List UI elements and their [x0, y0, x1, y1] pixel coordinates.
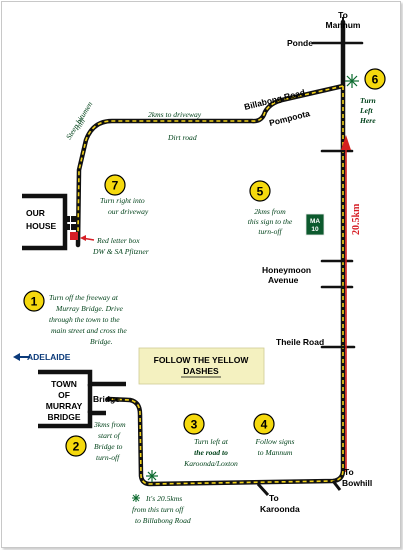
step7-note-2: our driveway	[108, 207, 149, 216]
step2-note-4: turn-off	[96, 453, 120, 462]
svg-text:4: 4	[261, 418, 268, 432]
step5-note-2: this sign to the	[248, 217, 293, 226]
step6-note-2: Left	[359, 106, 374, 115]
billabong-road-label: Billabong Road	[243, 87, 306, 112]
bottom-star-icon	[132, 494, 140, 502]
bottom-note-1: It's 20.5kms	[145, 494, 182, 503]
step1-note-4: main street and cross the	[51, 326, 127, 335]
theile-road-label: Theile Road	[276, 337, 324, 347]
svg-text:MA: MA	[310, 218, 320, 225]
letterbox-note-2: DW & SA Pfitzner	[92, 247, 149, 256]
mannum-label: Mannum	[326, 20, 361, 30]
dirt-road-note: Dirt road	[167, 133, 197, 142]
murray-bridge-block	[38, 369, 126, 429]
gate-icon	[64, 216, 77, 230]
distance-label: 20.5km	[351, 203, 362, 235]
step-number-4: 4	[253, 413, 275, 435]
ma10-road-sign: MA 10	[305, 213, 325, 236]
svg-text:5: 5	[257, 185, 264, 199]
svg-text:10: 10	[311, 226, 319, 233]
pompoota-label: Pompoota	[268, 108, 311, 128]
bridge-label: Bridge	[93, 394, 120, 404]
step2-note-1: 3kms from	[93, 420, 126, 429]
our-house-label-2: HOUSE	[26, 221, 57, 231]
svg-text:6: 6	[372, 73, 379, 87]
step5-note-3: turn-off	[258, 227, 282, 236]
adelaide-arrow-icon	[13, 353, 30, 361]
step7-note-1: Turn right into	[100, 196, 145, 205]
svg-text:3: 3	[191, 418, 198, 432]
adelaide-label: ADELAIDE	[27, 352, 71, 362]
to-driveway-note: 2kms to driveway	[148, 110, 202, 119]
step4-note-2: to Mannum	[258, 448, 293, 457]
step3-note-1: Turn left at	[194, 437, 229, 446]
bottom-note-3: to Billabong Road	[135, 516, 191, 525]
legend-box: FOLLOW THE YELLOW DASHES	[138, 347, 265, 385]
step2-note-3: Bridge to	[94, 442, 123, 451]
yellow-dash-route	[77, 85, 344, 485]
karoonda-road	[256, 482, 270, 497]
karoonda-label: Karoonda	[260, 504, 300, 514]
step6-note-3: Here	[359, 116, 376, 125]
step-number-5: 5	[249, 180, 271, 202]
step3-note-3: Karoonda/Loxton	[183, 459, 238, 468]
our-house-label-1: OUR	[26, 208, 45, 218]
step2-note-2: start of	[98, 431, 121, 440]
red-route-arrow	[341, 135, 351, 472]
murray-label-2: OF	[58, 390, 70, 400]
step-number-1: 1	[23, 290, 45, 312]
honeymoon-label-2: Avenue	[268, 275, 299, 285]
letterbox-note-1: Red letter box	[96, 236, 140, 245]
murray-label-1: TOWN	[51, 379, 77, 389]
ponde-label: Ponde	[287, 38, 313, 48]
bowhill-to-label: To	[344, 467, 354, 477]
svg-text:1: 1	[31, 295, 38, 309]
honeymoon-label-1: Honeymoon	[262, 265, 311, 275]
legend-line-2: DASHES	[183, 366, 219, 376]
mannum-to-label: To	[338, 10, 348, 20]
step1-note-2: Murray Bridge. Drive	[55, 304, 123, 313]
step3-note-2: the road to	[194, 448, 228, 457]
step1-note-3: through the town to the	[49, 315, 120, 324]
step1-note-1: Turn off the freeway at	[49, 293, 119, 302]
legend-line-1: FOLLOW THE YELLOW	[154, 355, 250, 365]
junction-star-icon	[345, 74, 359, 88]
step-number-6: 6	[364, 68, 386, 90]
step4-note-1: Follow signs	[254, 437, 294, 446]
step6-note-1: Turn	[360, 96, 376, 105]
step-number-7: 7	[104, 174, 126, 196]
bowhill-road	[331, 480, 342, 491]
step-number-3: 3	[183, 413, 205, 435]
murray-label-4: BRIDGE	[47, 412, 80, 422]
letterbox-pointer-icon	[80, 235, 95, 241]
murray-label-3: MURRAY	[46, 401, 83, 411]
svg-text:2: 2	[73, 440, 80, 454]
cross-streets	[311, 41, 364, 349]
letter-box-icon	[70, 232, 78, 240]
karoonda-to-label: To	[269, 493, 279, 503]
step-number-2: 2	[65, 435, 87, 457]
svg-text:7: 7	[112, 179, 119, 193]
bottom-note-2: from this turn off	[132, 505, 184, 514]
bowhill-label: Bowhill	[342, 478, 372, 488]
step1-note-5: Bridge.	[90, 337, 113, 346]
step5-note-1: 2kms from	[254, 207, 286, 216]
turnoff-star-icon	[146, 470, 158, 482]
